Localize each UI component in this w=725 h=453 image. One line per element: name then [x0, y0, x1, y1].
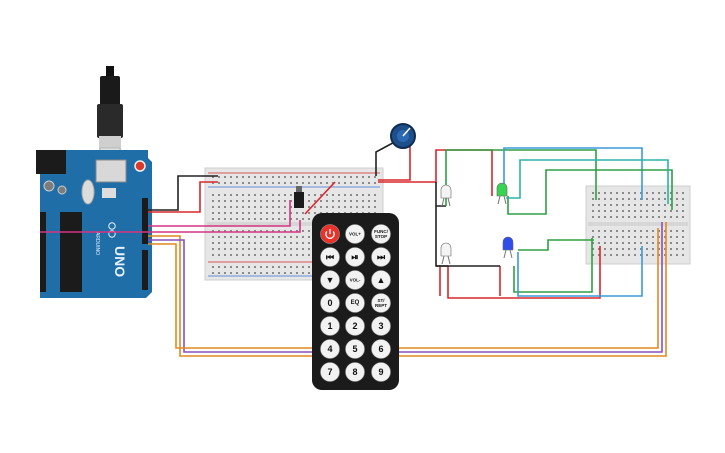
remote-key-4-0[interactable]: 1 [320, 316, 340, 336]
arduino-uno-board[interactable]: UNO ARDUINO [36, 150, 152, 298]
led-green[interactable] [496, 182, 508, 205]
remote-key-label: 6 [378, 344, 383, 354]
arduino-logo-icon [108, 222, 116, 238]
ir-receiver[interactable] [294, 186, 304, 208]
leds-group [440, 182, 514, 265]
led-blue[interactable] [502, 236, 514, 259]
remote-key-6-1[interactable]: 8 [345, 362, 365, 382]
remote-key-4-1[interactable]: 2 [345, 316, 365, 336]
remote-key-5-1[interactable]: 5 [345, 339, 365, 359]
ir-remote[interactable]: VOL+ FUNC/STOP ⏮ ⏯ ⏭ ▼ VOL- ▲ 0 EQ ST/REPT 1 2 3 4 5 6 7 8… [312, 213, 399, 390]
wire-blue [503, 147, 643, 200]
remote-key-label: ▼ [326, 275, 335, 285]
wire-gnd-bb1 [148, 175, 218, 211]
remote-key-label: 3 [378, 321, 383, 331]
wire-orange-2 [148, 228, 659, 349]
arduino-logo-text: UNO [112, 246, 128, 277]
potentiometer-knob-indicator [402, 127, 411, 137]
remote-key-1-0[interactable]: ⏮ [320, 247, 340, 267]
power-icon [325, 229, 335, 239]
remote-key-5-0[interactable]: 4 [320, 339, 340, 359]
wire-purple [148, 222, 663, 353]
power-jack [36, 150, 66, 174]
breadboard-right-holes [592, 192, 684, 256]
remote-key-label: 0 [327, 298, 332, 308]
remote-key-label: 4 [327, 344, 332, 354]
remote-key-0-2[interactable]: FUNC/STOP [371, 224, 391, 244]
remote-key-label: FUNC/ [374, 229, 388, 234]
remote-key-label: ⏭ [377, 252, 386, 262]
remote-key-label: 9 [378, 367, 383, 377]
wire-5v-bb1 [148, 181, 218, 213]
remote-key-6-0[interactable]: 7 [320, 362, 340, 382]
wire-red-diagonal [304, 181, 336, 215]
remote-key-3-0[interactable]: 0 [320, 293, 340, 313]
analog-header [142, 250, 148, 290]
led-white-bottom[interactable] [440, 242, 452, 265]
wire-orange-1 [148, 222, 667, 357]
remote-key-label: 5 [352, 344, 357, 354]
remote-key-0-0[interactable] [320, 224, 340, 244]
remote-key-label: 1 [327, 321, 332, 331]
digital-header [142, 198, 148, 244]
potentiometer[interactable] [390, 123, 416, 149]
remote-key-6-2[interactable]: 9 [371, 362, 391, 382]
reset-button[interactable] [134, 160, 146, 172]
remote-key-label: 2 [352, 321, 357, 331]
crystal [81, 179, 95, 205]
remote-key-label: REPT [375, 303, 387, 308]
remote-key-label: STOP [375, 234, 387, 239]
usb-port [95, 159, 127, 183]
arduino-brand-text: ARDUINO [94, 232, 100, 255]
remote-key-3-2[interactable]: ST/REPT [371, 293, 391, 313]
wires [40, 137, 673, 357]
remote-key-label: VOL- [350, 278, 361, 283]
remote-key-2-1[interactable]: VOL- [345, 270, 365, 290]
power-header [40, 212, 46, 292]
breadboard-right[interactable] [585, 185, 691, 265]
remote-key-label: ⏯ [351, 252, 358, 262]
remote-key-3-1[interactable]: EQ [345, 293, 365, 313]
remote-key-label: EQ [351, 300, 360, 306]
led-white-top[interactable] [440, 184, 452, 207]
remote-key-label: ⏮ [326, 252, 334, 262]
remote-key-0-1[interactable]: VOL+ [345, 224, 365, 244]
remote-key-label: 8 [352, 367, 357, 377]
remote-key-label: ▲ [377, 275, 386, 285]
remote-key-5-2[interactable]: 6 [371, 339, 391, 359]
wire-pot-vcc [378, 140, 411, 181]
remote-key-1-2[interactable]: ⏭ [371, 247, 391, 267]
remote-key-label: 7 [327, 367, 332, 377]
wire-green-1 [445, 149, 597, 206]
remote-keypad: VOL+ FUNC/STOP ⏮ ⏯ ⏭ ▼ VOL- ▲ 0 EQ ST/REPT 1 2 3 4 5 6 7 8… [320, 224, 391, 382]
remote-key-label: VOL+ [349, 232, 361, 237]
wire-ir-signal [40, 220, 301, 233]
remote-key-1-1[interactable]: ⏯ [345, 247, 365, 267]
remote-key-2-2[interactable]: ▲ [371, 270, 391, 290]
remote-key-label: ST/ [377, 298, 385, 303]
remote-key-4-2[interactable]: 3 [371, 316, 391, 336]
remote-key-2-0[interactable]: ▼ [320, 270, 340, 290]
atmega-chip [60, 212, 82, 292]
